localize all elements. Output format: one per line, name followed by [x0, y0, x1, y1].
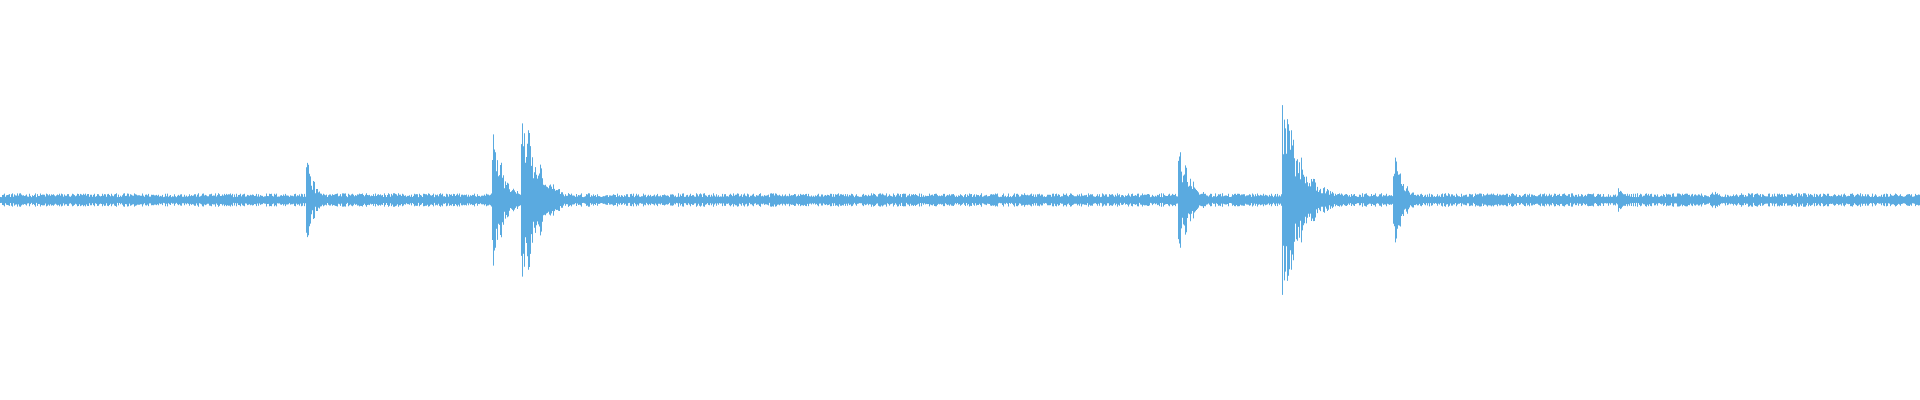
waveform-panel	[0, 105, 1920, 295]
audio-waveform	[0, 105, 1920, 295]
